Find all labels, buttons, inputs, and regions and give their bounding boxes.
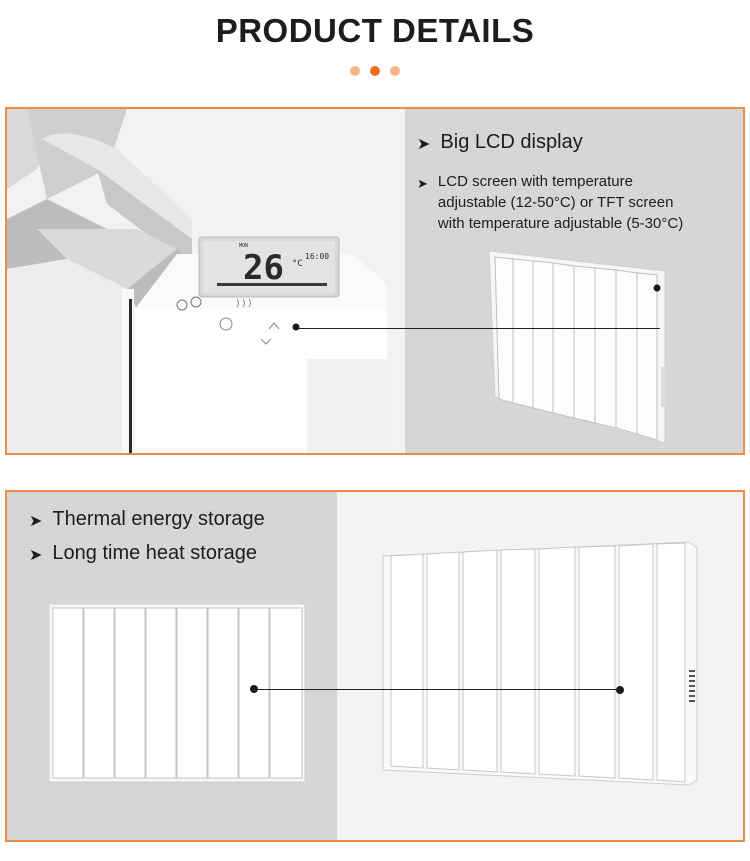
bullet-thermal-storage: ➤ Thermal energy storage	[29, 508, 265, 531]
lcd-time: 16:00	[305, 252, 329, 261]
arrow-icon: ➤	[29, 513, 43, 530]
bullet-text-block: LCD screen with temperature adjustable (…	[438, 171, 683, 234]
bullet-line: LCD screen with temperature	[437, 173, 633, 190]
up-arrow-icon[interactable]	[268, 322, 280, 330]
page-title: PRODUCT DETAILS	[215, 12, 535, 49]
bullet-big-lcd: ➤ Big LCD display	[417, 131, 583, 154]
callout-dot-left	[292, 323, 300, 331]
dot-center	[370, 66, 380, 76]
radiator-control-illustration: 26 °C 16:00 MON	[7, 109, 387, 453]
front-radiator-image	[49, 604, 306, 783]
down-arrow-icon[interactable]	[260, 338, 272, 345]
heat-storage-panel: ➤ Thermal energy storage ➤ Long time hea…	[5, 490, 745, 842]
bullet-lcd-screen: ➤ LCD screen with temperature adjustable…	[417, 171, 683, 234]
decorative-dots	[350, 65, 400, 77]
callout-line	[298, 328, 660, 329]
lcd-program-bar	[217, 283, 327, 286]
dot-right	[390, 66, 400, 76]
arrow-icon: ➤	[417, 136, 431, 153]
bullet-line: with temperature adjustable (5-30°C)	[437, 215, 684, 232]
lcd-mode-label: MON	[239, 243, 248, 249]
small-radiator-image	[488, 250, 667, 444]
bullet-text: Big LCD display	[440, 131, 583, 153]
bullet-text: Thermal energy storage	[52, 508, 265, 530]
bullet-long-heat: ➤ Long time heat storage	[29, 542, 257, 565]
lcd-display-panel: 26 °C 16:00 MON ➤ Big LCD display ➤ LCD …	[5, 107, 745, 455]
bullet-text: Long time heat storage	[52, 542, 257, 564]
callout-line	[254, 689, 620, 690]
dot-left	[350, 66, 360, 76]
heat-icon[interactable]	[236, 298, 251, 308]
power-icon[interactable]	[190, 296, 202, 308]
lcd-temperature: 26	[243, 248, 284, 288]
settings-icon[interactable]	[219, 317, 233, 331]
lcd-unit: °C	[292, 259, 303, 269]
callout-dot-right	[653, 284, 661, 292]
callout-dot-right	[616, 686, 624, 694]
control-panel-photo: 26 °C 16:00 MON	[7, 109, 405, 453]
arrow-icon: ➤	[29, 547, 43, 564]
clock-icon[interactable]	[176, 299, 188, 311]
arrow-icon: ➤	[417, 176, 428, 191]
bullet-line: adjustable (12-50°C) or TFT screen	[437, 194, 674, 211]
side-radiator-image	[382, 541, 698, 786]
